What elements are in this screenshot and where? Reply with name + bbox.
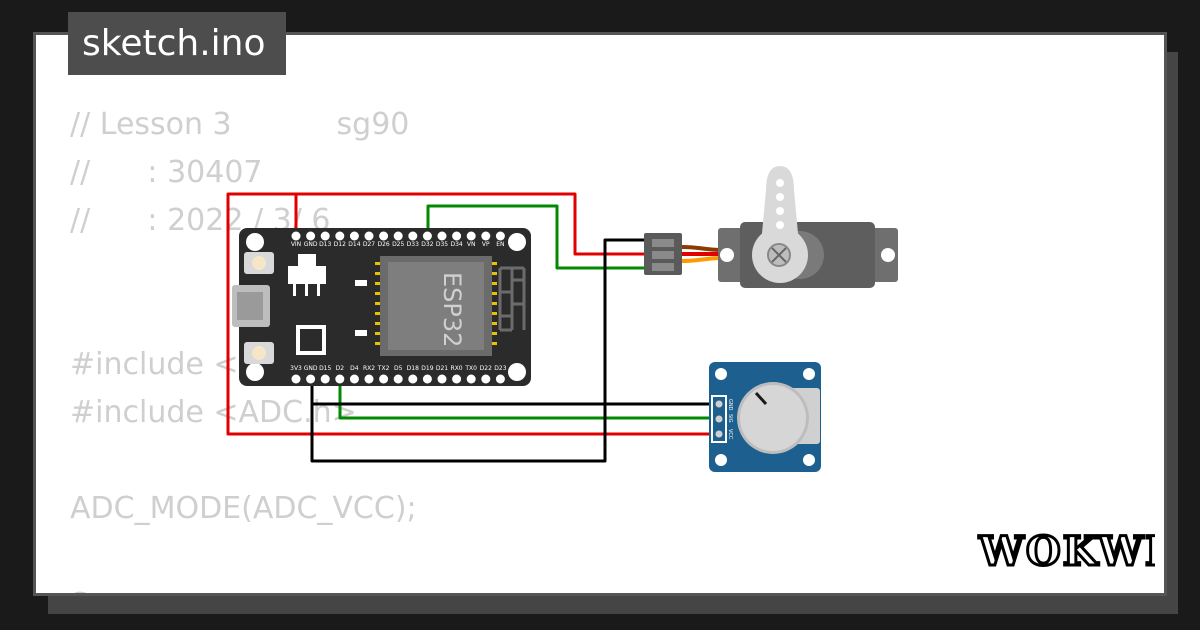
- header-pin[interactable]: [379, 231, 389, 241]
- pin-label: D5: [394, 365, 403, 372]
- wire-black-gnd-servo: [310, 238, 648, 463]
- header-pin[interactable]: [349, 231, 359, 241]
- pin-label: VP: [482, 241, 490, 248]
- pin-label: D35: [436, 241, 448, 248]
- esp32-chip-label: ESP32: [438, 272, 466, 347]
- header-pin[interactable]: [437, 374, 447, 384]
- wokwi-logo-text: WOKWI: [978, 528, 1155, 575]
- pin-label: EN: [496, 241, 504, 248]
- pin-label: D15: [319, 365, 331, 372]
- pin-label: VIN: [291, 241, 301, 248]
- header-pin[interactable]: [335, 231, 345, 241]
- wire-red-pot-vin: [226, 192, 716, 436]
- wire-green-d2-pot: [338, 376, 716, 420]
- code-line: ADC_MODE(ADC_VCC);: [70, 491, 417, 526]
- header-pin[interactable]: [481, 231, 491, 241]
- header-pin[interactable]: [393, 374, 403, 384]
- pin-label: D26: [377, 241, 389, 248]
- pin-label: 3V3: [290, 365, 302, 372]
- header-pin[interactable]: [495, 231, 505, 241]
- pin-label: VN: [467, 241, 476, 248]
- header-pin[interactable]: [364, 231, 374, 241]
- header-pin[interactable]: [291, 374, 301, 384]
- header-pin[interactable]: [349, 374, 359, 384]
- pin-label: D14: [348, 241, 360, 248]
- pin-label: D33: [407, 241, 419, 248]
- wires: [226, 192, 716, 463]
- code-line: #include <ADC.h>: [70, 395, 357, 430]
- header-pin[interactable]: [320, 231, 330, 241]
- pin-label: D21: [436, 365, 448, 372]
- header-pin[interactable]: [393, 231, 403, 241]
- file-tab-label: sketch.ino: [82, 23, 266, 64]
- pin-label: D25: [392, 241, 404, 248]
- code-line: // Lesson 3 sg90: [70, 107, 410, 142]
- potentiometer-pin-labels: GND SIG VCC: [727, 399, 733, 440]
- header-pin[interactable]: [335, 374, 345, 384]
- header-pin[interactable]: [422, 231, 432, 241]
- wire-green-d32-servo: [426, 204, 648, 270]
- pin-label: D32: [421, 241, 433, 248]
- pin-label: D23: [494, 365, 506, 372]
- code-line: Servo: [70, 581, 417, 593]
- pin-label: GND: [304, 241, 318, 248]
- pin-label: D4: [350, 365, 359, 372]
- header-pin[interactable]: [466, 231, 476, 241]
- header-pin[interactable]: [495, 374, 505, 384]
- pin-label: D18: [407, 365, 419, 372]
- header-pin[interactable]: [481, 374, 491, 384]
- header-pin[interactable]: [452, 374, 462, 384]
- sg90-servo[interactable]: [718, 166, 898, 288]
- pin-label: D12: [334, 241, 346, 248]
- code-background: // Lesson 3 sg90// : 30407// : 2022 / 3/…: [70, 101, 417, 593]
- header-pin[interactable]: [379, 374, 389, 384]
- pin-label: GND: [304, 365, 318, 372]
- file-tab[interactable]: sketch.ino: [68, 12, 286, 75]
- pin-label: RX2: [363, 365, 375, 372]
- code-line: // : 30407: [70, 155, 263, 190]
- wokwi-logo: WOKWI: [977, 527, 1156, 577]
- pin-label: D2: [336, 365, 345, 372]
- header-pin[interactable]: [291, 231, 301, 241]
- pin-label: D34: [450, 241, 462, 248]
- header-pin[interactable]: [422, 374, 432, 384]
- servo-connector: [644, 233, 723, 275]
- header-pin[interactable]: [408, 231, 418, 241]
- pin-label: TX2: [377, 365, 390, 372]
- potentiometer[interactable]: GND SIG VCC: [709, 362, 821, 472]
- header-pin[interactable]: [364, 374, 374, 384]
- pin-label: D27: [363, 241, 375, 248]
- pot-pin-label: GND: [727, 399, 733, 411]
- pin-label: D22: [480, 365, 492, 372]
- header-pin[interactable]: [306, 231, 316, 241]
- header-pin[interactable]: [306, 374, 316, 384]
- pin-label: D19: [421, 365, 433, 372]
- pin-label: TX0: [464, 365, 477, 372]
- header-pin[interactable]: [437, 231, 447, 241]
- header-pin[interactable]: [408, 374, 418, 384]
- header-pin[interactable]: [452, 231, 462, 241]
- preview-card: // Lesson 3 sg90// : 30407// : 2022 / 3/…: [33, 32, 1167, 596]
- header-pin[interactable]: [320, 374, 330, 384]
- pot-pin-label: VCC: [727, 429, 733, 440]
- header-pin[interactable]: [466, 374, 476, 384]
- pin-label: D13: [319, 241, 331, 248]
- pot-pin-label: SIG: [727, 414, 733, 423]
- pin-label: RX0: [451, 365, 463, 372]
